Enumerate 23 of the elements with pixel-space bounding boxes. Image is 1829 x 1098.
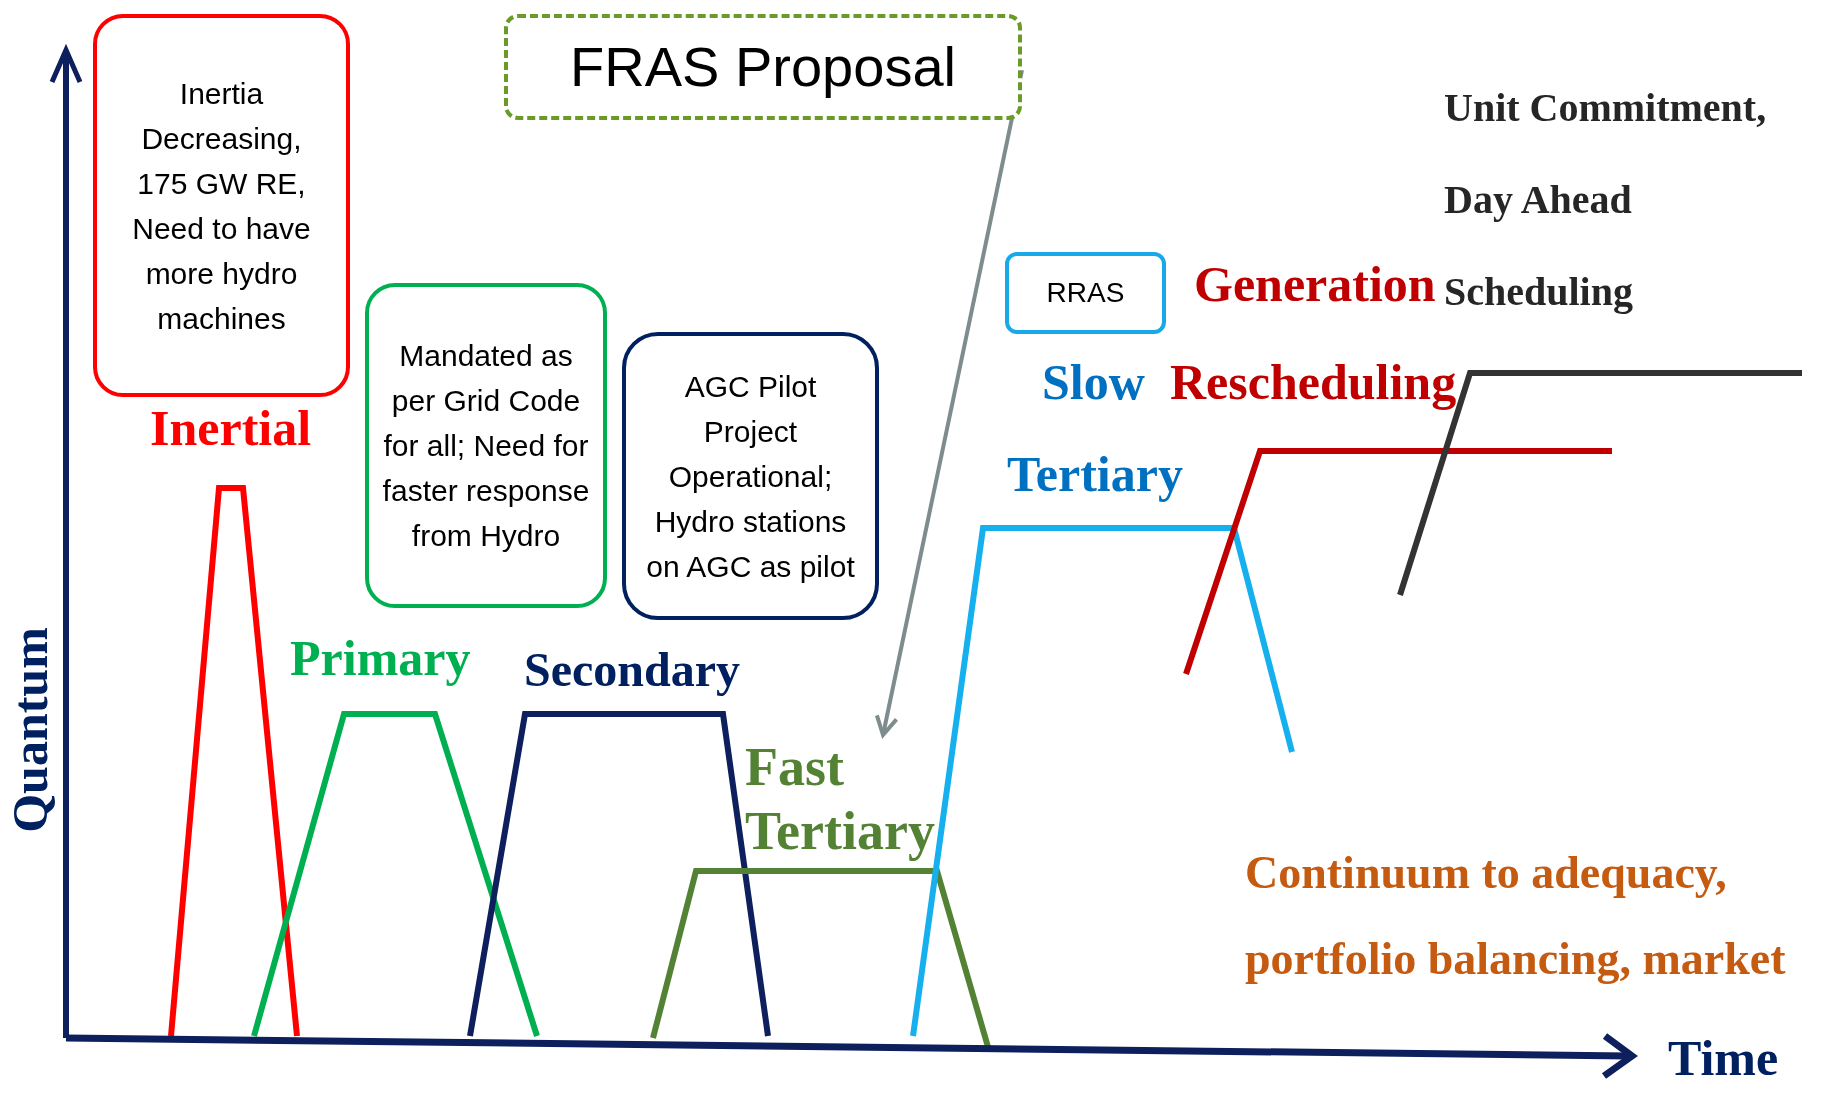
box-text: FRAS Proposal	[570, 35, 956, 99]
axis-label: Quantum	[1, 627, 59, 833]
label-box	[1005, 252, 1166, 334]
curve-label: Continuum to adequacy, portfolio balancing, market	[1245, 846, 1787, 986]
curve-label: Rescheduling	[1170, 353, 1458, 412]
callout-box	[93, 14, 350, 397]
callout-box	[622, 332, 879, 620]
box-text: Mandated as per Grid Code for all; Need for faster response from Hydro	[381, 338, 591, 554]
axis-label: Time	[1668, 1029, 1780, 1088]
curve-label: Unit Commitment, Day Ahead Scheduling	[1444, 84, 1768, 316]
dashed-title-box	[504, 14, 1022, 120]
box-text: Inertia Decreasing, 175 GW RE, Need to have more hydro machines	[131, 75, 312, 337]
arrow	[874, 69, 1024, 737]
curve-label: Fast Tertiary	[745, 735, 945, 863]
curve-label: Tertiary	[1007, 445, 1184, 504]
curve-label: Primary	[290, 629, 472, 688]
box-text: AGC Pilot Project Operational; Hydro stations on AGC as pilot	[645, 368, 856, 585]
curve-label: Slow	[1042, 353, 1146, 412]
curve-label: Generation	[1194, 255, 1434, 314]
curve-label: Secondary	[524, 642, 741, 698]
box-text: RRAS	[1046, 276, 1125, 310]
callout-box	[365, 283, 607, 608]
curve-label: Inertial	[150, 399, 313, 458]
